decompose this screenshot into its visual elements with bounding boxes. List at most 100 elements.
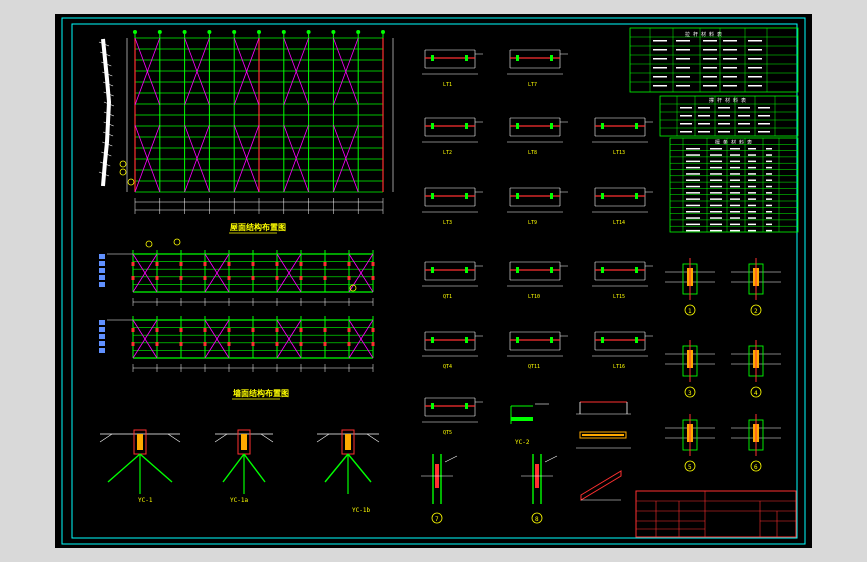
wall-connection-mark bbox=[347, 262, 351, 266]
wall-connection-mark bbox=[227, 262, 231, 266]
wall-connection-mark bbox=[251, 342, 255, 346]
profile-hatch-line bbox=[98, 41, 110, 47]
roof-axis-bubble bbox=[306, 30, 311, 34]
table-cell-text bbox=[703, 40, 717, 42]
bracket-yc2 bbox=[510, 403, 549, 424]
roof-axis-bubble bbox=[182, 30, 187, 34]
purlin-label: LT1 bbox=[443, 82, 452, 88]
table-cell-text bbox=[730, 160, 740, 163]
support-yc1a bbox=[214, 429, 274, 494]
wall-callout-bubble bbox=[173, 238, 181, 246]
purlin-cleat bbox=[516, 193, 519, 199]
table-cell-text bbox=[730, 211, 740, 213]
table-cell-text bbox=[748, 185, 756, 188]
wall-level-marker bbox=[99, 261, 105, 266]
wall-brace bbox=[276, 319, 302, 359]
wall-level-marker bbox=[99, 275, 105, 280]
purlin-label: LT10 bbox=[528, 294, 540, 300]
table-cell-text bbox=[723, 85, 737, 87]
purlin-cleat bbox=[431, 337, 434, 343]
profile-hatch-line bbox=[103, 111, 115, 117]
table-cell-text bbox=[766, 166, 772, 169]
table-cell-text bbox=[723, 76, 737, 78]
table-cell-text bbox=[710, 192, 722, 194]
profile-hatch-line bbox=[103, 121, 114, 127]
wall-connection-mark bbox=[299, 342, 303, 346]
table-cell-text bbox=[730, 154, 740, 156]
table-cell-text bbox=[766, 198, 772, 200]
wall-structure-plan-1 bbox=[99, 238, 375, 306]
table-cell-text bbox=[676, 85, 690, 87]
column-leader bbox=[544, 455, 558, 463]
table-cell-text bbox=[738, 123, 750, 125]
purlin-label: LT15 bbox=[613, 294, 625, 300]
table-cell-text bbox=[748, 148, 756, 150]
connection-detail-d4: 4 bbox=[731, 340, 781, 398]
wall-connection-mark bbox=[251, 328, 255, 332]
purlin-cleat bbox=[516, 267, 519, 273]
wall-connection-mark bbox=[347, 276, 351, 280]
wall-connection-mark bbox=[155, 328, 159, 332]
wall-connection-mark bbox=[323, 262, 327, 266]
detail-number: 1 bbox=[688, 308, 692, 315]
roof-axis-bubble bbox=[157, 30, 162, 34]
bracket-yc2-label: YC-2 bbox=[515, 439, 530, 446]
wall-connection-mark bbox=[347, 328, 351, 332]
wall-connection-mark bbox=[299, 262, 303, 266]
purlin-cleat bbox=[431, 403, 434, 409]
support-plate bbox=[241, 434, 247, 450]
table-cell-text bbox=[653, 49, 667, 51]
profile-hatch-line bbox=[101, 151, 112, 157]
wall-connection-mark bbox=[155, 276, 159, 280]
wall-connection-mark bbox=[323, 276, 327, 280]
purlin-label: LT13 bbox=[613, 150, 625, 156]
support-strut bbox=[139, 453, 173, 483]
table-cell-text bbox=[686, 192, 700, 194]
table-cell-text bbox=[686, 198, 700, 200]
table-cell-text bbox=[748, 40, 762, 42]
roof-axis-bubble bbox=[381, 30, 385, 34]
table-cell-text bbox=[730, 148, 740, 150]
table-cell-text bbox=[718, 131, 730, 133]
table-cell-text bbox=[676, 58, 690, 60]
table-cell-text bbox=[766, 185, 772, 188]
table-cell-text bbox=[686, 223, 700, 226]
table-cell-text bbox=[730, 223, 740, 226]
wall-callout-bubble bbox=[145, 240, 153, 248]
table-cell-text bbox=[718, 107, 730, 109]
purlin-label: QT5 bbox=[443, 430, 452, 436]
purlin-detail-p5: LT13 bbox=[592, 117, 653, 156]
purlin-cleat bbox=[431, 193, 434, 199]
table-cell-text bbox=[723, 67, 737, 69]
purlin-label: LT2 bbox=[443, 150, 452, 156]
purlin-cleat bbox=[465, 193, 468, 199]
wall-brace bbox=[348, 253, 374, 293]
purlin-detail-p11: LT15 bbox=[592, 261, 653, 300]
detail-number: 4 bbox=[754, 390, 758, 397]
table-cell-text bbox=[766, 160, 772, 163]
roof-axis-bubble bbox=[257, 30, 261, 34]
table-cell-text bbox=[703, 67, 717, 69]
outer-sheet-frame bbox=[61, 17, 806, 545]
roof-brace bbox=[184, 124, 210, 193]
purlin-cleat bbox=[635, 337, 638, 343]
profile-hatch-line bbox=[101, 61, 112, 67]
table-cell-text bbox=[676, 76, 690, 78]
wall-connection-mark bbox=[347, 342, 351, 346]
table-cell-text bbox=[710, 179, 722, 181]
wall-connection-mark bbox=[299, 328, 303, 332]
profile-hatch-line bbox=[103, 131, 114, 137]
wall-connection-mark bbox=[323, 342, 327, 346]
table-cell-text bbox=[686, 179, 700, 181]
table-cell-text bbox=[766, 154, 772, 156]
table-cell-text bbox=[680, 107, 692, 109]
table-cell-text bbox=[766, 148, 772, 150]
purlin-cleat bbox=[465, 337, 468, 343]
roof-brace bbox=[184, 37, 210, 106]
table-cell-text bbox=[766, 204, 772, 207]
connection-detail-d1: 1 bbox=[665, 258, 715, 316]
tie-rod-table bbox=[629, 27, 799, 93]
table-cell-text bbox=[680, 131, 692, 133]
